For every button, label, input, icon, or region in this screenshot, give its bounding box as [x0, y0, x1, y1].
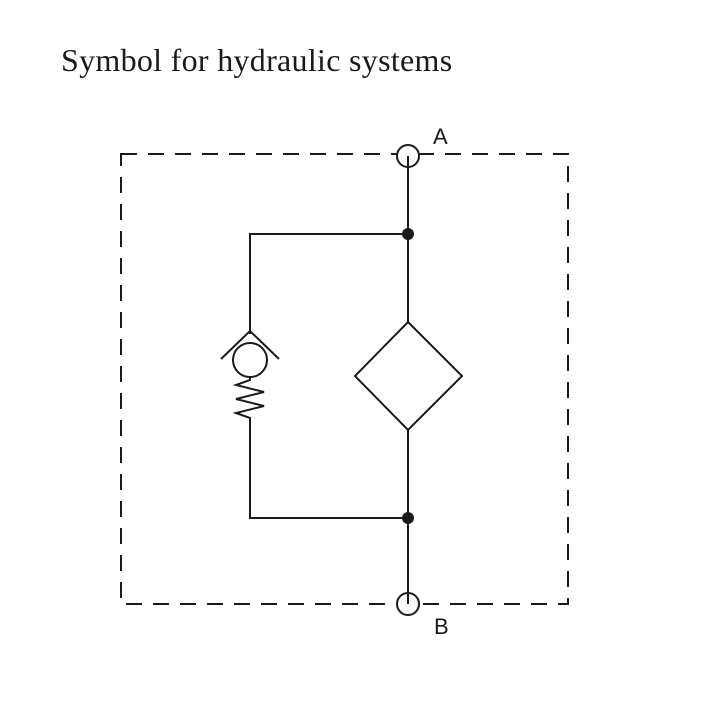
port-b-label: B — [434, 614, 449, 639]
bypass-line-lower — [249, 420, 408, 519]
port-a-label: A — [433, 124, 448, 149]
spring-loaded-check-valve-icon — [220, 329, 280, 420]
component-enclosure — [120, 153, 569, 605]
bypass-line-upper — [249, 233, 408, 334]
diagram-title: Symbol for hydraulic systems — [61, 42, 453, 78]
filter-diamond-icon — [353, 320, 464, 432]
